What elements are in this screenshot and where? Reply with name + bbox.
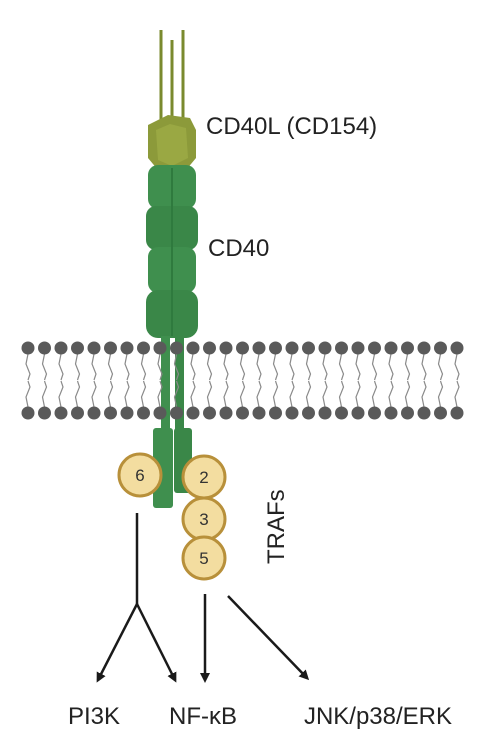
lipid-head bbox=[450, 406, 464, 420]
arrow-to-nfkb-left bbox=[135, 603, 177, 683]
cd40-label: CD40 bbox=[208, 235, 269, 262]
lipid-head bbox=[252, 406, 266, 420]
lipid-head bbox=[434, 341, 447, 355]
lipid-head bbox=[38, 341, 51, 355]
lipid-head bbox=[21, 406, 35, 420]
lipid-head bbox=[401, 341, 414, 355]
lipid-head bbox=[170, 341, 183, 355]
cd40l-ligand bbox=[148, 115, 196, 170]
lipid-head bbox=[87, 406, 101, 420]
traf-3-label: 3 bbox=[199, 510, 208, 529]
traf-5: 5 bbox=[181, 535, 227, 581]
arrow-to-mapk bbox=[227, 595, 310, 681]
arrow-to-pi3k bbox=[96, 603, 139, 683]
lipid-head bbox=[302, 406, 315, 420]
lipid-head bbox=[417, 406, 431, 420]
lipid-head bbox=[401, 406, 414, 420]
lipid-head bbox=[38, 406, 51, 420]
lipid-head bbox=[203, 406, 216, 420]
mapk-label: JNK/p38/ERK bbox=[304, 703, 452, 730]
lipid-head bbox=[335, 341, 348, 355]
lipid-head bbox=[269, 341, 282, 355]
lipid-head bbox=[285, 406, 299, 420]
lipid-head bbox=[318, 341, 332, 355]
lipid-head bbox=[302, 341, 315, 355]
lipid-head bbox=[170, 406, 183, 420]
traf-6: 6 bbox=[117, 452, 163, 498]
cd40-receptor bbox=[146, 165, 198, 508]
traf-3: 3 bbox=[181, 496, 227, 542]
lipid-head bbox=[318, 406, 332, 420]
lipid-head bbox=[368, 341, 381, 355]
lipid-head bbox=[186, 406, 200, 420]
lipid-head bbox=[285, 341, 299, 355]
lipid-head bbox=[384, 406, 398, 420]
lipid-head bbox=[153, 341, 167, 355]
lipid-head bbox=[54, 406, 68, 420]
lipid-head bbox=[236, 341, 249, 355]
lipid-head bbox=[21, 341, 35, 355]
lipid-head bbox=[87, 341, 101, 355]
lipid-head bbox=[104, 341, 117, 355]
trafs-label: TRAFs bbox=[263, 489, 290, 564]
lipid-head bbox=[137, 406, 150, 420]
lipid-head bbox=[434, 406, 447, 420]
lipid-head bbox=[71, 341, 84, 355]
lipid-head bbox=[104, 406, 117, 420]
lipid-head bbox=[384, 341, 398, 355]
lipid-head bbox=[219, 406, 233, 420]
traf-2-label: 2 bbox=[199, 468, 208, 487]
lipid-head bbox=[54, 341, 68, 355]
traf-2: 2 bbox=[181, 454, 227, 500]
lipid-head bbox=[351, 341, 365, 355]
traf-6-label: 6 bbox=[135, 466, 144, 485]
lipid-head bbox=[236, 406, 249, 420]
cell-membrane bbox=[21, 341, 464, 420]
lipid-head bbox=[153, 406, 167, 420]
traf-5-label: 5 bbox=[199, 549, 208, 568]
pi3k-label: PI3K bbox=[68, 703, 120, 730]
lipid-head bbox=[450, 341, 464, 355]
lipid-head bbox=[219, 341, 233, 355]
lipid-head bbox=[351, 406, 365, 420]
lipid-head bbox=[137, 341, 150, 355]
nfkb-label: NF-κB bbox=[169, 703, 237, 730]
lipid-head bbox=[186, 341, 200, 355]
signal-arrows bbox=[96, 513, 310, 683]
lipid-head bbox=[203, 341, 216, 355]
cd40l-stalks bbox=[159, 30, 185, 128]
lipid-head bbox=[269, 406, 282, 420]
lipid-head bbox=[120, 341, 134, 355]
lipid-head bbox=[252, 341, 266, 355]
lipid-head bbox=[417, 341, 431, 355]
lipid-head bbox=[120, 406, 134, 420]
cd40l-label: CD40L (CD154) bbox=[206, 113, 377, 140]
lipid-head bbox=[368, 406, 381, 420]
lipid-head bbox=[335, 406, 348, 420]
lipid-head bbox=[71, 406, 84, 420]
